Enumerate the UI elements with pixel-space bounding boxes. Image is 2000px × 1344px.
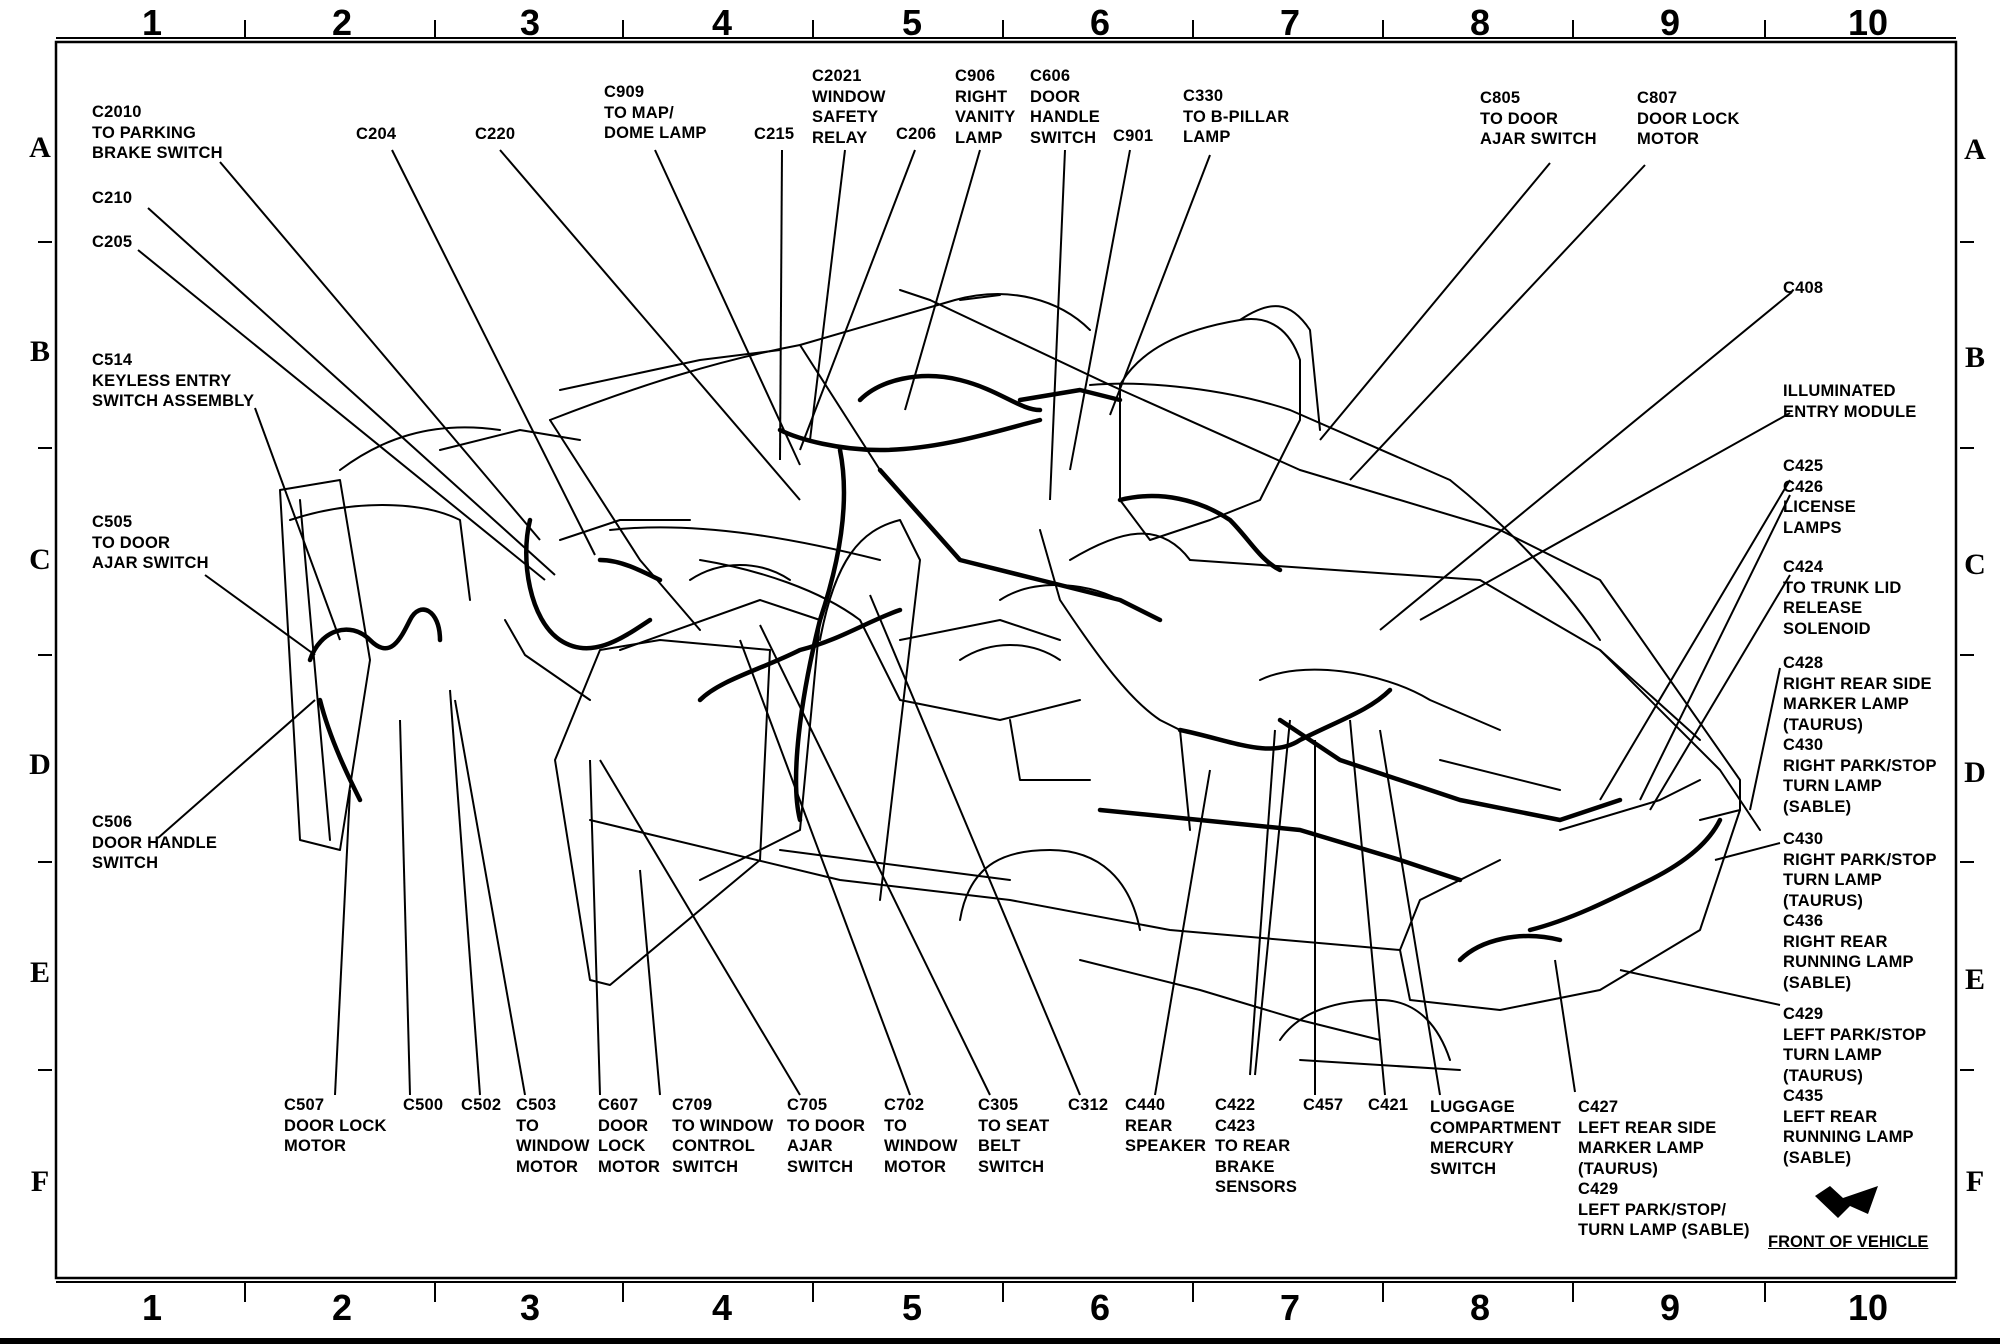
grid-col-top-10: 10	[1847, 2, 1889, 43]
leader-lines	[137, 149, 1793, 1096]
label-c440: C440 REAR SPEAKER	[1125, 1096, 1207, 1155]
label-c901: C901	[1113, 127, 1154, 145]
label-c305: C305 TO SEAT BELT SWITCH	[978, 1096, 1050, 1176]
grid-row-left-b: B	[29, 335, 51, 368]
grid-row-right-e: E	[1964, 963, 1986, 996]
label-c2021: C2021 WINDOW SAFETY RELAY	[812, 67, 886, 147]
front-arrow-icon	[1815, 1186, 1878, 1218]
label-c607: C607 DOOR LOCK MOTOR	[598, 1096, 661, 1176]
grid-col-top-8: 8	[1469, 2, 1491, 43]
label-c2010: C2010 TO PARKING BRAKE SWITCH	[92, 103, 223, 162]
grid-row-left-c: C	[29, 543, 51, 576]
grid-col-bottom-8: 8	[1469, 1287, 1491, 1328]
grid-col-bottom-10: 10	[1847, 1287, 1889, 1328]
grid-col-bottom-5: 5	[901, 1287, 923, 1328]
grid-col-top-5: 5	[901, 2, 923, 43]
grid-col-bottom-2: 2	[331, 1287, 353, 1328]
label-c514: C514 KEYLESS ENTRY SWITCH ASSEMBLY	[92, 351, 255, 410]
grid-row-right-a: A	[1964, 133, 1986, 166]
grid-row-left-d: D	[29, 748, 51, 781]
diagram-frame	[54, 40, 1958, 1280]
grid-row-right-b: B	[1964, 341, 1986, 374]
front-of-vehicle-label: FRONT OF VEHICLE	[1768, 1233, 1929, 1251]
grid-col-top-3: 3	[519, 2, 541, 43]
label-c606: C606 DOOR HANDLE SWITCH	[1030, 67, 1100, 147]
grid-col-bottom-1: 1	[141, 1287, 163, 1328]
label-c206: C206	[896, 125, 937, 143]
bottom-border	[0, 1338, 2000, 1344]
label-c205: C205	[92, 233, 133, 251]
grid-row-right-c: C	[1964, 548, 1986, 581]
label-c507: C507 DOOR LOCK MOTOR	[284, 1096, 387, 1155]
label-c330: C330 TO B-PILLAR LAMP	[1183, 87, 1290, 146]
label-c807: C807 DOOR LOCK MOTOR	[1637, 89, 1740, 148]
grid-col-top-4: 4	[711, 2, 733, 43]
label-c210: C210	[92, 189, 133, 207]
label-c503: C503 TO WINDOW MOTOR	[516, 1096, 590, 1176]
label-c427-c429: C427 LEFT REAR SIDE MARKER LAMP (TAURUS)…	[1578, 1098, 1750, 1239]
grid-ticks	[38, 20, 1974, 1302]
grid-row-left-a: A	[29, 131, 51, 164]
label-c425-c426: C425 C426 LICENSE LAMPS	[1783, 457, 1856, 537]
grid-col-top-1: 1	[141, 2, 163, 43]
label-c909: C909 TO MAP/ DOME LAMP	[604, 83, 707, 142]
label-c906: C906 RIGHT VANITY LAMP	[955, 67, 1016, 147]
label-c429-c435: C429 LEFT PARK/STOP TURN LAMP (TAURUS) C…	[1783, 1005, 1927, 1167]
label-c457: C457	[1303, 1096, 1344, 1114]
grid-col-bottom-6: 6	[1089, 1287, 1111, 1328]
grid-col-bottom-3: 3	[519, 1287, 541, 1328]
label-c506: C506 DOOR HANDLE SWITCH	[92, 813, 218, 872]
label-luggage-compartment-switch: LUGGAGE COMPARTMENT MERCURY SWITCH	[1430, 1098, 1562, 1178]
label-c805: C805 TO DOOR AJAR SWITCH	[1480, 89, 1597, 148]
grid-col-bottom-7: 7	[1279, 1287, 1301, 1328]
label-c430-c436: C430 RIGHT PARK/STOP TURN LAMP (TAURUS) …	[1783, 830, 1937, 992]
label-c204: C204	[356, 125, 397, 143]
grid-row-left-e: E	[29, 956, 51, 989]
label-c424: C424 TO TRUNK LID RELEASE SOLENOID	[1783, 558, 1902, 638]
grid-col-bottom-4: 4	[711, 1287, 733, 1328]
grid-col-top-9: 9	[1659, 2, 1681, 43]
label-c220: C220	[475, 125, 516, 143]
grid-row-right-f: F	[1965, 1165, 1985, 1198]
label-c502: C502	[461, 1096, 502, 1114]
label-c702: C702 TO WINDOW MOTOR	[884, 1096, 958, 1176]
label-c421: C421	[1368, 1096, 1409, 1114]
label-c312: C312	[1068, 1096, 1109, 1114]
grid-col-bottom-9: 9	[1659, 1287, 1681, 1328]
grid-row-right-d: D	[1964, 756, 1986, 789]
label-c505: C505 TO DOOR AJAR SWITCH	[92, 513, 209, 572]
label-c422-c423: C422 C423 TO REAR BRAKE SENSORS	[1215, 1096, 1298, 1196]
grid-col-top-2: 2	[331, 2, 353, 43]
label-c705: C705 TO DOOR AJAR SWITCH	[787, 1096, 866, 1176]
label-illuminated-entry-module: ILLUMINATED ENTRY MODULE	[1783, 382, 1917, 421]
label-c709: C709 TO WINDOW CONTROL SWITCH	[672, 1096, 774, 1176]
vehicle-body-drawing	[279, 289, 1761, 1071]
wiring-harness	[307, 373, 1723, 963]
grid-row-left-f: F	[30, 1165, 50, 1198]
grid-col-top-7: 7	[1279, 2, 1301, 43]
grid-col-top-6: 6	[1089, 2, 1111, 43]
label-c215: C215	[754, 125, 795, 143]
label-c408: C408	[1783, 279, 1824, 297]
label-c500: C500	[403, 1096, 444, 1114]
label-c428-c430: C428 RIGHT REAR SIDE MARKER LAMP (TAURUS…	[1783, 654, 1937, 816]
